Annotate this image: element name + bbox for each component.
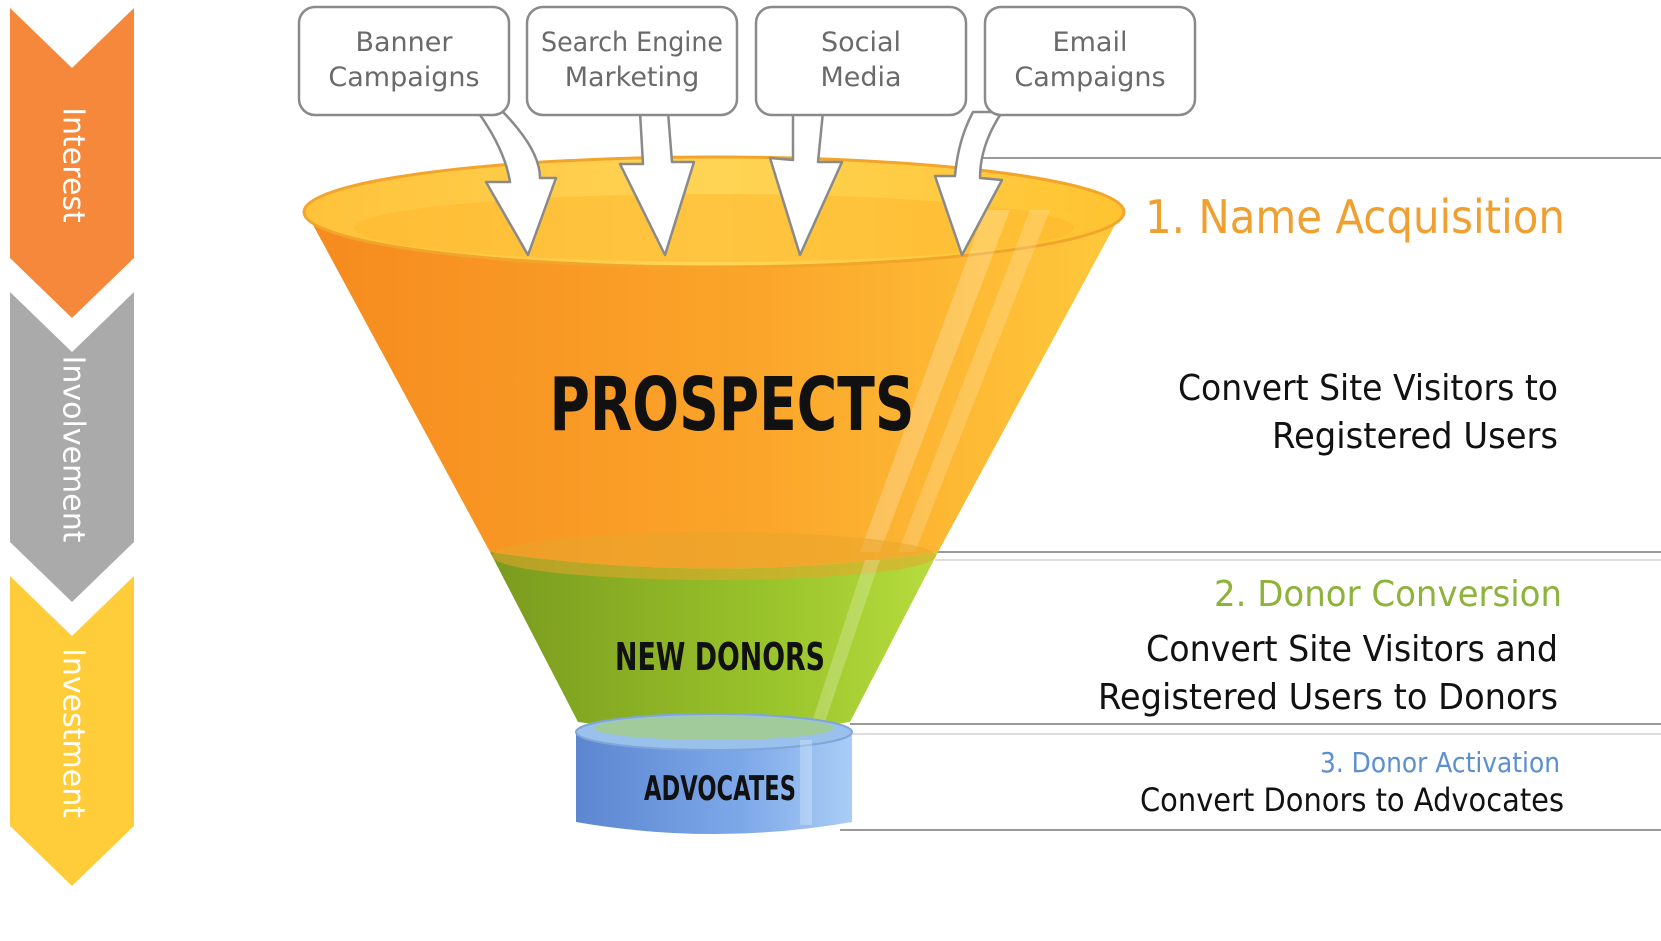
stage-involvement: Involvement [10,292,134,602]
source-arrows [476,110,1004,257]
source-email-line1: Email [1053,27,1128,58]
arrow-banner [476,110,558,257]
step-donor-activation: 3. Donor Activation Convert Donors to Ad… [1140,746,1564,819]
step-1-line2: Registered Users [1272,416,1558,457]
funnel-advocates: ADVOCATES [575,713,853,834]
stage-involvement-chevron [10,292,134,602]
source-social-media: Social Media [754,5,968,117]
step-2-line1: Convert Site Visitors and [1146,629,1558,670]
stage-interest-chevron [10,8,134,318]
stage-investment-chevron [10,576,134,886]
source-box [983,5,1197,117]
stage-interest-label: Interest [56,107,91,223]
step-separator-lines [840,157,1661,831]
stage-investment: Investment [10,576,134,886]
source-box [297,5,511,117]
source-search-engine: Search Engine Marketing [525,5,739,117]
source-search-line1: Search Engine [541,27,723,58]
source-banner-line2: Campaigns [328,62,479,93]
funnel-new-donors-body [490,552,938,732]
source-banner-line1: Banner [355,27,453,58]
source-email-line2: Campaigns [1014,62,1165,93]
arrow-email [933,110,1004,257]
funnel-advocates-body [576,732,852,834]
step-donor-conversion: 2. Donor Conversion Convert Site Visitor… [1098,574,1562,718]
arrow-social [768,110,844,257]
source-email: Email Campaigns [983,5,1197,117]
stage-interest: Interest [10,8,134,318]
prospects-label: PROSPECTS [550,362,915,448]
step-3-line1: Convert Donors to Advocates [1140,781,1564,819]
step-2-title: 2. Donor Conversion [1214,574,1562,615]
stage-investment-label: Investment [56,648,91,818]
source-box [754,5,968,117]
funnel-prospects: PROSPECTS [302,155,1126,569]
source-box [525,5,739,117]
step-1-title: 1. Name Acquisition [1145,190,1565,244]
source-search-line2: Marketing [565,62,700,93]
source-social-line1: Social [821,27,901,58]
step-name-acquisition: 1. Name Acquisition Convert Site Visitor… [1145,190,1565,457]
step-3-title: 3. Donor Activation [1320,746,1560,779]
new-donors-label: NEW DONORS [615,635,825,679]
step-2-line2: Registered Users to Donors [1098,677,1558,718]
step-1-line1: Convert Site Visitors to [1178,368,1558,409]
stage-involvement-label: Involvement [56,356,91,543]
funnel-new-donors: NEW DONORS [490,532,938,732]
source-social-line2: Media [820,62,901,93]
source-banner: Banner Campaigns [297,5,511,117]
funnel-prospects-body [305,210,1123,569]
arrow-search [618,110,696,257]
advocates-label: ADVOCATES [644,769,796,809]
